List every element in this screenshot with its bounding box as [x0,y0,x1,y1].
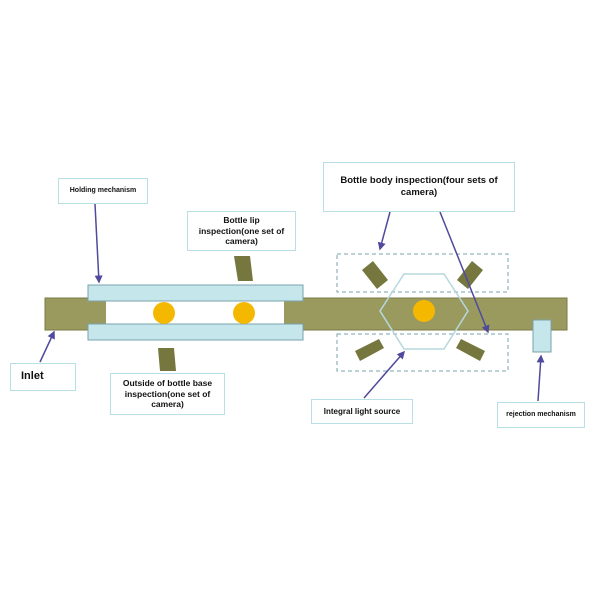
light-source-hexagon [379,273,469,350]
holding-bar-top [87,284,304,302]
body-camera [456,339,485,361]
label-bottle-base-inspection: Outside of bottle base inspection(one se… [110,373,225,415]
rejection-mechanism [532,319,552,353]
label-integral-light-source: Integral light source [311,399,413,424]
arrow-inlet [39,330,55,363]
label-bottle-body-inspection: Bottle body inspection(four sets of came… [323,162,515,212]
bottle [153,302,175,324]
lip-camera [234,256,253,281]
body-camera [355,339,384,361]
body-camera [457,261,483,289]
inspection-zone-top [336,253,509,293]
bottle [413,300,435,322]
inspection-zone-bottom [336,333,509,372]
label-inlet: Inlet [10,363,76,391]
arrow-holding [94,203,103,284]
arrow-rejection [536,354,545,402]
base-camera [158,348,176,371]
arrow-light-source [363,350,405,399]
arrow-body-left [377,211,391,251]
label-rejection-mechanism: rejection mechanism [497,402,585,428]
body-camera [362,261,388,289]
label-bottle-lip-inspection: Bottle lip inspection(one set of camera) [187,211,296,251]
label-holding-mechanism: Holding mechanism [58,178,148,204]
bottle [233,302,255,324]
holding-bar-bottom [87,323,304,341]
arrow-body-right [439,211,490,334]
